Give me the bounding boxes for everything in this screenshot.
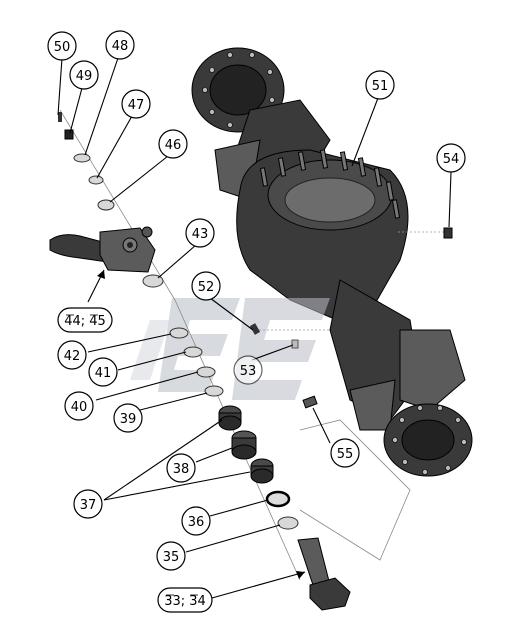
svg-text:50: 50 — [54, 40, 71, 55]
svg-text:44; 45: 44; 45 — [64, 314, 106, 329]
svg-text:38: 38 — [173, 462, 190, 477]
svg-text:51: 51 — [372, 79, 389, 94]
part-48-washer — [73, 153, 91, 163]
part-49-nut — [64, 129, 74, 140]
svg-text:55: 55 — [337, 447, 354, 462]
callout-35: 35 — [156, 541, 186, 571]
callout-36: 36 — [181, 506, 211, 536]
left-flange-bore — [209, 64, 267, 116]
callout-51: 51 — [365, 70, 395, 100]
part-37-38-bushings — [218, 405, 274, 484]
callout-38: 38 — [166, 453, 196, 483]
right-flange-bore — [401, 419, 455, 461]
part-33-34-kingpin — [297, 537, 351, 611]
part-46-washer — [97, 199, 115, 211]
callout-54: 54 — [436, 143, 466, 173]
callout-48: 48 — [105, 30, 135, 60]
callout-39: 39 — [113, 403, 143, 433]
part-54-fitting — [443, 227, 453, 239]
callout-44-45: 44; 45 — [57, 307, 113, 333]
part-44-45-lever — [49, 226, 156, 273]
part-39-ring — [204, 385, 224, 397]
part-47-washer — [88, 175, 104, 185]
svg-text:42: 42 — [64, 349, 81, 364]
callout-42: 42 — [57, 340, 87, 370]
part-53-fitting — [291, 339, 299, 349]
axle-housing — [191, 47, 473, 477]
svg-text:39: 39 — [120, 412, 137, 427]
svg-text:47: 47 — [128, 98, 145, 113]
svg-text:36: 36 — [188, 515, 205, 530]
svg-text:46: 46 — [165, 138, 182, 153]
svg-text:54: 54 — [443, 152, 460, 167]
svg-text:37: 37 — [80, 498, 97, 513]
svg-text:40: 40 — [71, 400, 88, 415]
callout-53: 53 — [233, 355, 263, 385]
callout-47: 47 — [121, 89, 151, 119]
leader-lines — [57, 57, 452, 599]
part-36-washer — [265, 490, 291, 508]
svg-text:49: 49 — [76, 69, 93, 84]
part-35-washer — [277, 516, 299, 530]
part-41-ring — [183, 346, 203, 358]
callout-52: 52 — [191, 271, 221, 301]
callout-43: 43 — [185, 218, 215, 248]
callout-55: 55 — [330, 438, 360, 468]
svg-text:41: 41 — [95, 366, 112, 381]
callout-40: 40 — [64, 391, 94, 421]
part-52-bolt — [249, 323, 261, 335]
callout-37: 37 — [73, 489, 103, 519]
bowl-inner — [284, 177, 376, 223]
part-55-fitting — [302, 395, 318, 409]
part-42-ring — [169, 327, 189, 339]
callout-49: 49 — [69, 60, 99, 90]
svg-text:35: 35 — [163, 550, 180, 565]
callout-50: 50 — [47, 31, 77, 61]
svg-text:53: 53 — [240, 364, 257, 379]
part-50-pin — [58, 112, 62, 122]
svg-text:43: 43 — [192, 227, 209, 242]
right-spring-seat — [399, 329, 466, 411]
part-40-ring — [196, 366, 216, 378]
callout-33-34: 33; 34 — [157, 587, 213, 613]
flange-holes — [202, 52, 467, 475]
callout-41: 41 — [88, 357, 118, 387]
svg-text:48: 48 — [112, 39, 129, 54]
bowl-studs — [259, 149, 401, 219]
callout-46: 46 — [158, 129, 188, 159]
svg-text:33; 34: 33; 34 — [164, 594, 206, 609]
svg-text:52: 52 — [198, 280, 215, 295]
